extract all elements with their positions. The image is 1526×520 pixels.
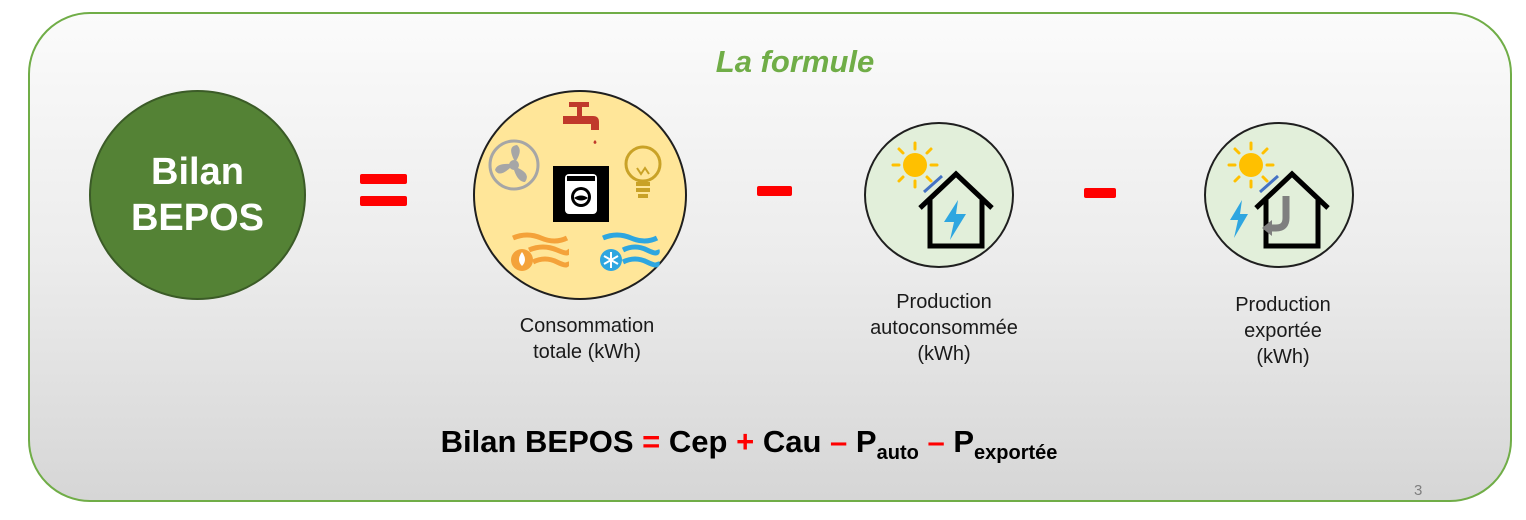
- page-number: 3: [1414, 482, 1423, 499]
- self-consumed-label-line3: (kWh): [917, 343, 971, 365]
- consumption-label: Consommation totale (kWh): [480, 313, 694, 365]
- formula-p-1: P: [855, 424, 877, 459]
- sun-icon: [891, 141, 939, 189]
- exported-production-circle: [1204, 122, 1354, 268]
- formula-minus-2: –: [927, 424, 945, 459]
- bilan-line2: BEPOS: [130, 197, 265, 239]
- consumption-circle: [473, 90, 687, 300]
- formula-p-2: P: [953, 424, 975, 459]
- exported-production-label: Production exportée (kWh): [1180, 292, 1386, 370]
- self-consumed-label-line1: Production: [896, 291, 992, 313]
- lightning-icon: [1230, 200, 1248, 238]
- sun-icon: [1227, 141, 1275, 189]
- equals-bottom-bar: [360, 196, 407, 206]
- formula-term-p-exportee: Pexportée: [953, 424, 1057, 464]
- formula-term-cep: Cep: [668, 424, 728, 459]
- bilan-formula: Bilan BEPOS = Cep + Cau – Pauto – Pexpor…: [0, 424, 1498, 465]
- fan-icon: [488, 139, 540, 191]
- consumption-label-line2: totale (kWh): [533, 341, 641, 363]
- formula-term-cau: Cau: [762, 424, 822, 459]
- self-consumed-production-label: Production autoconsommée (kWh): [840, 289, 1048, 367]
- exported-label-line1: Production: [1235, 294, 1331, 316]
- formula-plus: +: [736, 424, 755, 459]
- faucet-icon: [563, 102, 599, 144]
- bilan-bepos-circle: Bilan BEPOS: [89, 90, 306, 300]
- self-consumed-production-circle: [864, 122, 1014, 268]
- cooling-icon: [600, 232, 660, 271]
- formula-minus-1: –: [830, 424, 848, 459]
- exported-label-line2: exportée: [1244, 320, 1322, 342]
- formula-lhs: Bilan BEPOS: [440, 424, 634, 459]
- heating-icon: [511, 232, 569, 271]
- consumption-label-line1: Consommation: [519, 315, 655, 337]
- light-bulb-icon: [624, 145, 662, 198]
- house-icon: [1254, 170, 1330, 249]
- self-consumed-label-line2: autoconsommée: [870, 317, 1018, 339]
- minus-operator-2: [1084, 188, 1116, 198]
- house-icon: [918, 170, 994, 249]
- bilan-line1: Bilan: [151, 151, 244, 193]
- formula-sub-exportee: exportée: [974, 442, 1058, 464]
- formula-sub-auto: auto: [876, 442, 919, 464]
- slide-title: La formule: [715, 44, 875, 79]
- formula-equals: =: [642, 424, 661, 459]
- washing-machine-icon: [553, 166, 609, 222]
- minus-operator-1: [757, 186, 792, 196]
- formula-term-p-auto: Pauto: [855, 424, 919, 464]
- exported-label-line3: (kWh): [1256, 346, 1310, 368]
- export-arrow-icon: [1262, 196, 1290, 236]
- equals-top-bar: [360, 174, 407, 184]
- lightning-icon: [944, 200, 966, 240]
